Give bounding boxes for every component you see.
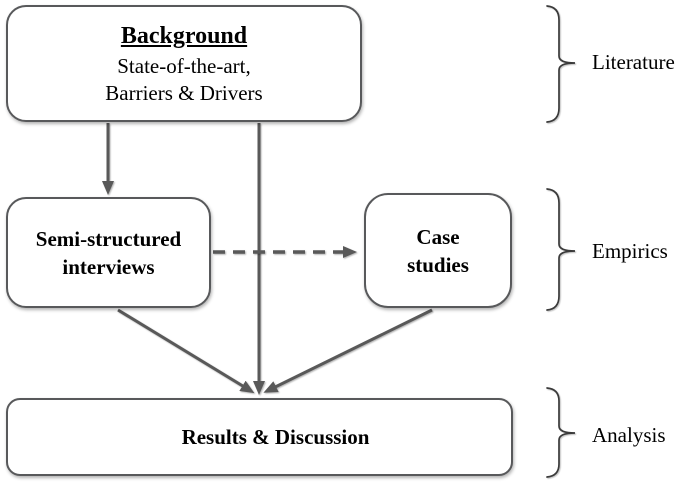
arrow-case-to-results: [263, 308, 433, 393]
interviews-label-line1: Semi-structured: [35, 226, 182, 251]
brace-literature: [546, 5, 576, 123]
arrow-interviews-to-results: [117, 308, 255, 394]
interviews-box: Semi-structured interviews: [6, 197, 211, 308]
brace-empirics: [546, 188, 576, 311]
results-label: Results & Discussion: [181, 425, 370, 449]
brace-analysis: [546, 387, 576, 478]
case-studies-label-line2: studies: [407, 252, 469, 277]
phase-label-empirics: Empirics: [592, 239, 668, 263]
case-studies-label-line1: Case: [416, 224, 460, 249]
results-box: Results & Discussion: [6, 398, 513, 476]
background-subtitle-line1: State-of-the-art,: [117, 53, 251, 78]
phase-label-literature: Literature: [592, 50, 675, 74]
background-title: Background: [120, 22, 248, 49]
background-subtitle-line2: Barriers & Drivers: [105, 80, 263, 105]
background-box: Background State-of-the-art, Barriers & …: [6, 5, 362, 122]
phase-label-analysis: Analysis: [592, 423, 666, 447]
case-studies-box: Case studies: [364, 193, 512, 308]
interviews-label-line2: interviews: [62, 254, 155, 279]
